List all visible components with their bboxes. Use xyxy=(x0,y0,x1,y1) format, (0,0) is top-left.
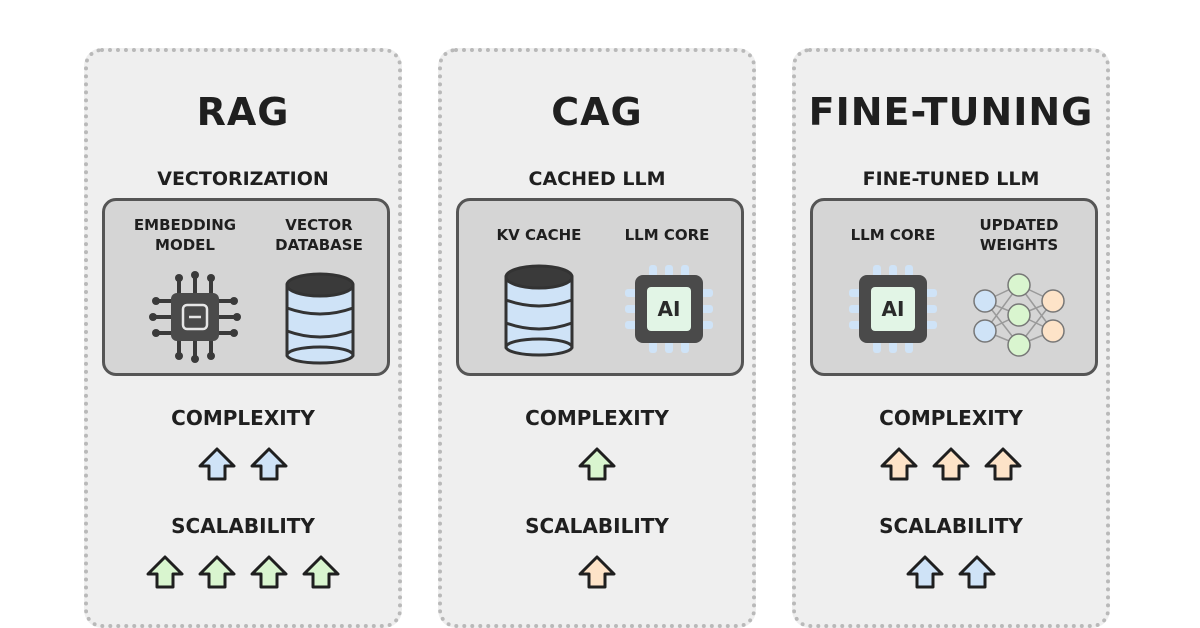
component-panel: LLM CORE AI UPDATED WEIGHTS xyxy=(810,198,1098,376)
database-icon xyxy=(504,263,574,361)
up-arrow-icon xyxy=(250,555,288,589)
up-arrow-icon xyxy=(906,555,944,589)
complexity-rating xyxy=(88,446,398,486)
up-arrow-icon xyxy=(880,447,918,481)
up-arrow-icon xyxy=(578,447,616,481)
component-llm-core: LLM CORE AI xyxy=(833,225,953,365)
scalability-label: SCALABILITY xyxy=(525,514,669,538)
ai-chip-icon: AI xyxy=(847,263,939,355)
component-panel: EMBEDDING MODEL xyxy=(102,198,390,376)
complexity-label: COMPLEXITY xyxy=(879,406,1023,430)
component-label: VECTOR DATABASE xyxy=(275,216,363,254)
up-arrow-icon xyxy=(302,555,340,589)
column-cag: CAG CACHED LLM KV CACHE LLM CORE xyxy=(438,48,756,628)
scalability-rating xyxy=(442,554,752,594)
column-fine-tuning: FINE-TUNING FINE-TUNED LLM LLM CORE AI xyxy=(792,48,1110,628)
section-title: VECTORIZATION xyxy=(157,168,329,190)
complexity-rating xyxy=(796,446,1106,486)
scalability-rating xyxy=(88,554,398,594)
chip-icon xyxy=(149,271,241,367)
column-title: CAG xyxy=(551,90,643,134)
section-title: CACHED LLM xyxy=(528,168,666,190)
up-arrow-icon xyxy=(198,447,236,481)
database-icon xyxy=(285,271,355,369)
scalability-rating xyxy=(796,554,1106,594)
up-arrow-icon xyxy=(578,555,616,589)
complexity-label: COMPLEXITY xyxy=(525,406,669,430)
ai-chip-text: AI xyxy=(881,297,905,321)
column-title: RAG xyxy=(196,90,290,134)
neural-network-icon xyxy=(971,271,1067,369)
column-title: FINE-TUNING xyxy=(808,90,1094,134)
up-arrow-icon xyxy=(250,447,288,481)
column-rag: RAG VECTORIZATION EMBEDDING MODEL xyxy=(84,48,402,628)
complexity-rating xyxy=(442,446,752,486)
component-label: UPDATED WEIGHTS xyxy=(979,216,1059,254)
component-label: KV CACHE xyxy=(496,226,582,244)
ai-chip-text: AI xyxy=(657,297,681,321)
component-label: LLM CORE xyxy=(624,226,710,244)
section-title: FINE-TUNED LLM xyxy=(862,168,1040,190)
up-arrow-icon xyxy=(958,555,996,589)
component-updated-weights: UPDATED WEIGHTS xyxy=(959,215,1079,365)
ai-chip-icon: AI xyxy=(623,263,715,355)
up-arrow-icon xyxy=(984,447,1022,481)
component-vector-database: VECTOR DATABASE xyxy=(259,215,379,365)
up-arrow-icon xyxy=(146,555,184,589)
complexity-label: COMPLEXITY xyxy=(171,406,315,430)
component-panel: KV CACHE LLM CORE xyxy=(456,198,744,376)
up-arrow-icon xyxy=(932,447,970,481)
component-embedding-model: EMBEDDING MODEL xyxy=(125,215,245,365)
component-kv-cache: KV CACHE xyxy=(479,225,599,365)
up-arrow-icon xyxy=(198,555,236,589)
component-label: LLM CORE xyxy=(850,226,936,244)
component-label: EMBEDDING MODEL xyxy=(133,216,237,254)
scalability-label: SCALABILITY xyxy=(171,514,315,538)
component-llm-core: LLM CORE AI xyxy=(607,225,727,365)
scalability-label: SCALABILITY xyxy=(879,514,1023,538)
